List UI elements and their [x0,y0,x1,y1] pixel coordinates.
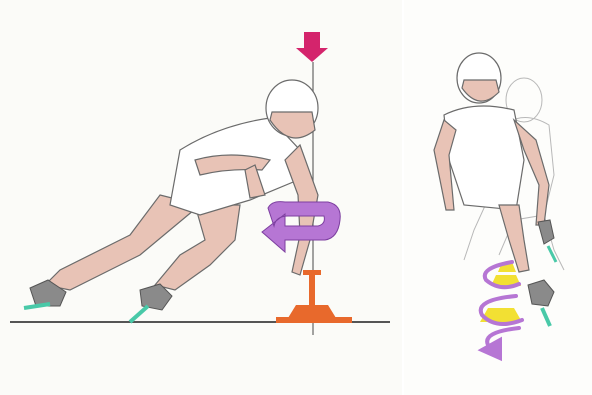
right-skate [528,280,554,326]
right-panel [404,0,592,395]
skater-figure [45,80,318,290]
force-down-arrow-icon [296,32,328,62]
left-illustration [0,0,402,395]
stand [276,270,352,323]
front-skate [130,284,172,322]
right-skate-upper [538,220,556,262]
right-illustration [404,0,592,395]
left-panel [0,0,402,395]
skater-front-figure [434,53,549,272]
